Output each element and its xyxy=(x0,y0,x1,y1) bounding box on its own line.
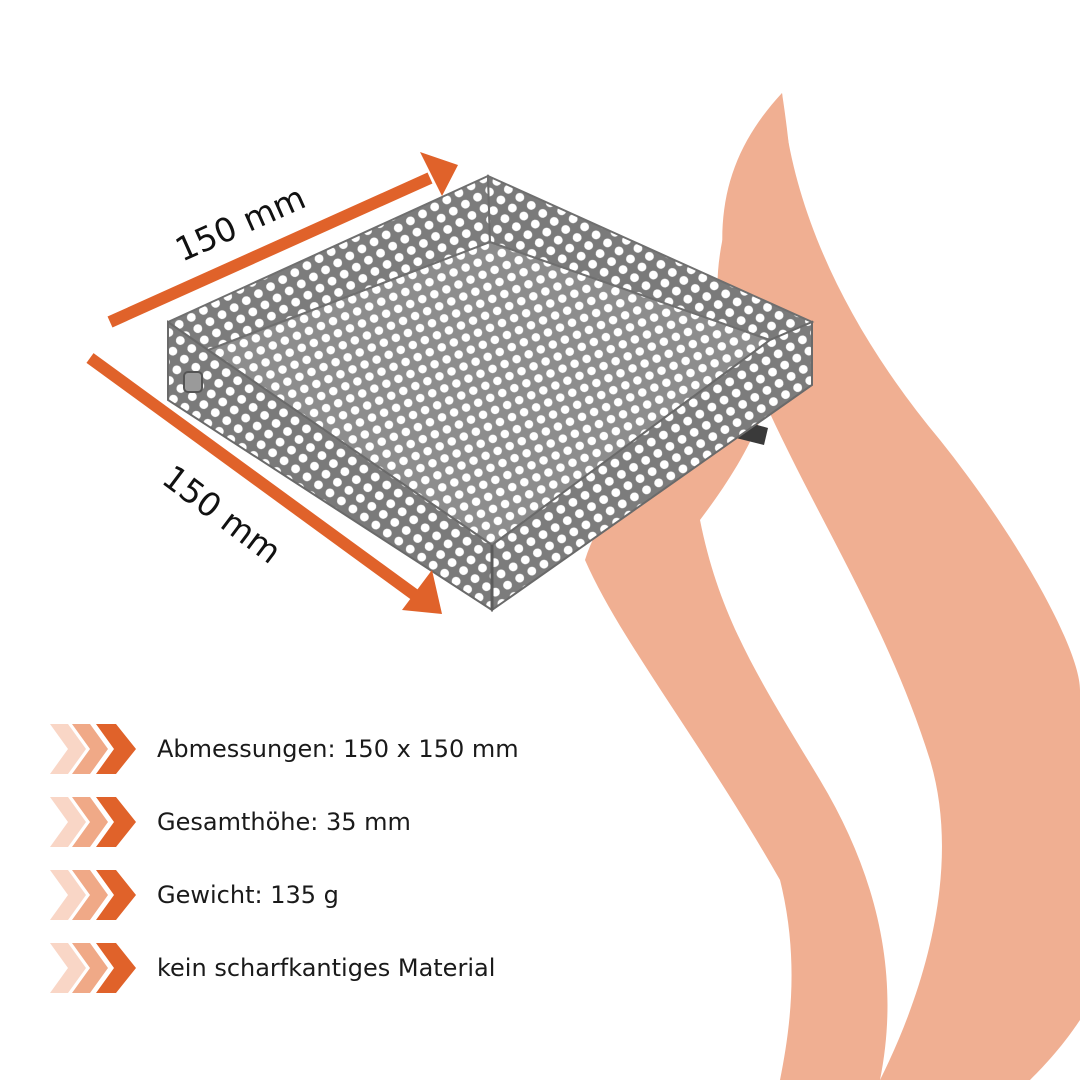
wave-left xyxy=(585,93,888,1080)
feature-list: Abmessungen: 150 x 150 mm Gesamthöhe: 35… xyxy=(50,724,610,1016)
chevron-triple-icon xyxy=(50,724,136,774)
depth-arrow-head xyxy=(402,570,442,614)
feature-item: Gesamthöhe: 35 mm xyxy=(50,797,610,847)
perforated-basket xyxy=(167,174,815,612)
chevron-triple-icon xyxy=(50,870,136,920)
width-dimension-label: 150 mm xyxy=(169,178,311,270)
wave-right xyxy=(722,93,1080,1080)
dimension-arrows xyxy=(86,152,458,614)
feature-item: Abmessungen: 150 x 150 mm xyxy=(50,724,610,774)
chevron-triple-icon xyxy=(50,943,136,993)
depth-dimension-label: 150 mm xyxy=(155,457,289,571)
feature-text: Gewicht: 135 g xyxy=(157,881,339,909)
decorative-waves xyxy=(585,93,1080,1080)
feature-text: kein scharfkantiges Material xyxy=(157,954,496,982)
chevron-triple-icon xyxy=(50,797,136,847)
feature-item: Gewicht: 135 g xyxy=(50,870,610,920)
width-arrow-head xyxy=(420,152,458,196)
depth-arrow-line xyxy=(86,353,419,600)
width-arrow-line xyxy=(107,172,433,328)
feature-text: Gesamthöhe: 35 mm xyxy=(157,808,411,836)
feature-item: kein scharfkantiges Material xyxy=(50,943,610,993)
feature-text: Abmessungen: 150 x 150 mm xyxy=(157,735,519,763)
basket-clip xyxy=(183,371,203,393)
